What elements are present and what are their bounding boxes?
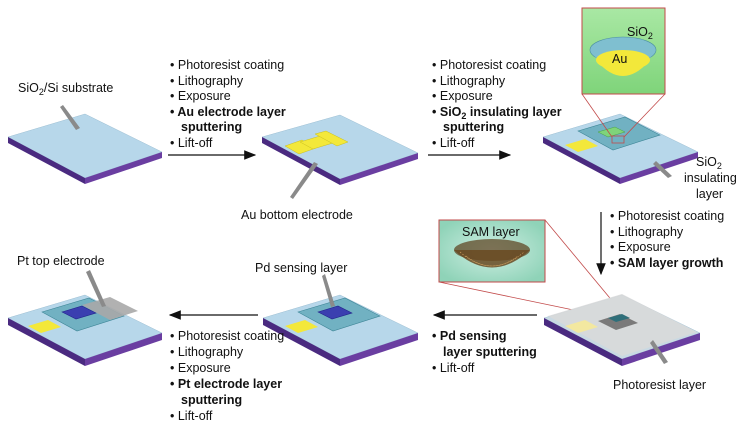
step3-bullet-2: • Lithography	[610, 225, 684, 239]
step5-bullet-3: • Exposure	[170, 361, 231, 375]
step3-bullet-4: • SAM layer growth	[610, 256, 723, 270]
sio2-insulating-label-2: insulating	[684, 171, 737, 185]
substrate-au	[261, 114, 419, 185]
au-pointer	[290, 162, 318, 199]
step2-bullet-2: • Lithography	[432, 74, 506, 88]
substrate-label: SiO2/Si substrate	[18, 81, 113, 97]
step5-bullet-5: • Lift-off	[170, 409, 213, 423]
step4-bullet-1: • Pd sensing	[432, 329, 507, 343]
step1-list: • Photoresist coating • Lithography • Ex…	[170, 58, 286, 150]
inset-au-label: Au	[612, 52, 627, 66]
pt-top-label: Pt top electrode	[17, 254, 105, 268]
step2-list: • Photoresist coating • Lithography • Ex…	[432, 58, 562, 150]
step1-bullet-1: • Photoresist coating	[170, 58, 284, 72]
step2-bullet-3: • Exposure	[432, 89, 493, 103]
pt-pointer	[86, 270, 106, 307]
step5-bullet-1: • Photoresist coating	[170, 329, 284, 343]
substrate-sio2	[542, 113, 699, 184]
inset-sam	[438, 219, 546, 283]
substrate-pointer	[60, 105, 80, 130]
step5-list: • Photoresist coating • Lithography • Ex…	[170, 329, 284, 423]
step1-bullet-4: • Au electrode layer	[170, 105, 286, 119]
pd-pointer	[322, 274, 335, 307]
step4-list: • Pd sensing layer sputtering • Lift-off	[432, 329, 537, 375]
step3-bullet-1: • Photoresist coating	[610, 209, 724, 223]
photoresist-pointer	[650, 340, 668, 364]
substrate-pd	[262, 294, 419, 366]
step1-bullet-5: • Lift-off	[170, 136, 213, 150]
photoresist-label: Photoresist layer	[613, 378, 706, 392]
step2-bullet-4-cont: sputtering	[443, 120, 504, 134]
substrate-pt	[7, 294, 163, 366]
step3-bullet-3: • Exposure	[610, 240, 671, 254]
sio2-insulating-label-3: layer	[696, 187, 723, 201]
step5-bullet-4-cont: sputtering	[181, 393, 242, 407]
step1-bullet-2: • Lithography	[170, 74, 244, 88]
inset-sio2-au	[581, 7, 666, 95]
step5-bullet-2: • Lithography	[170, 345, 244, 359]
step1-bullet-3: • Exposure	[170, 89, 231, 103]
sio2-pointer	[653, 161, 672, 178]
step1-bullet-4-cont: sputtering	[181, 120, 242, 134]
step3-list: • Photoresist coating • Lithography • Ex…	[610, 209, 724, 270]
step2-bullet-5: • Lift-off	[432, 136, 475, 150]
step4-bullet-2: • Lift-off	[432, 361, 475, 375]
inset-sio2-label: SiO2	[627, 25, 653, 41]
step5-bullet-4: • Pt electrode layer	[170, 377, 282, 391]
au-electrode-shape	[284, 130, 349, 155]
step2-bullet-4: • SiO2 insulating layer	[432, 105, 562, 121]
step2-bullet-1: • Photoresist coating	[432, 58, 546, 72]
inset-link-left	[581, 93, 613, 138]
pd-sensing-label: Pd sensing layer	[255, 261, 347, 275]
inset-link-right	[623, 93, 666, 138]
au-bottom-label: Au bottom electrode	[241, 208, 353, 222]
substrate-bare	[7, 113, 163, 184]
step4-bullet-1-cont: layer sputtering	[443, 345, 537, 359]
sio2-insulating-label-1: SiO2	[696, 155, 722, 171]
sam-layer-label: SAM layer	[462, 225, 520, 239]
substrate-photoresist	[543, 294, 701, 366]
